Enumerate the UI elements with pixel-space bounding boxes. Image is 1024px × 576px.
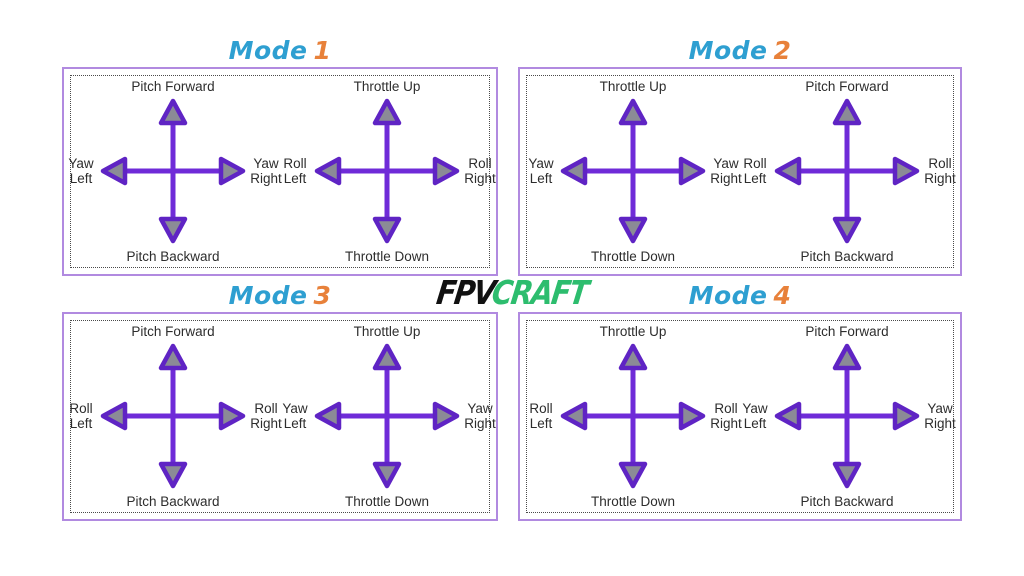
stick-label-left: Yaw Left xyxy=(528,155,554,186)
stick-label-down: Throttle Down xyxy=(590,249,676,265)
stick-label-up: Pitch Forward xyxy=(131,323,215,339)
stick-label-left: Roll Left xyxy=(69,400,93,431)
mode-4-right-stick-cell: Pitch Forward Yaw Left Yaw Right Pitch B… xyxy=(740,323,955,511)
mode-2-panel: Throttle Up Yaw Left Yaw Right Throttle … xyxy=(518,67,962,276)
stick-cross-arrows-icon xyxy=(314,98,460,244)
stick-label-left: Yaw Left xyxy=(282,400,308,431)
mode-1-panel: Pitch Forward Yaw Left Yaw Right Pitch B… xyxy=(62,67,498,276)
mode-4-panel-inner: Throttle Up Roll Left Roll Right Throttl… xyxy=(526,320,956,513)
logo-craft-text: CRAFT xyxy=(489,273,590,312)
stick-label-left: Roll Left xyxy=(529,400,553,431)
mode-title-word: Mode xyxy=(228,36,308,65)
stick-cross-arrows-icon xyxy=(774,98,920,244)
stick-label-down: Pitch Backward xyxy=(800,249,894,265)
mode-2-left-stick: Throttle Up Yaw Left Yaw Right Throttle … xyxy=(526,78,741,266)
mode-3-panel-inner: Pitch Forward Roll Left Roll Right Pitch… xyxy=(69,320,496,513)
mode-title-number: 4 xyxy=(773,281,792,310)
stick-label-left: Roll Left xyxy=(283,155,307,186)
stick-label-up: Pitch Forward xyxy=(805,78,889,94)
mode-2-panel-inner: Throttle Up Yaw Left Yaw Right Throttle … xyxy=(526,75,956,268)
mode-4-panel: Throttle Up Roll Left Roll Right Throttl… xyxy=(518,312,962,521)
stick-label-down: Throttle Down xyxy=(344,494,430,510)
mode-3-right-stick-cell: Throttle Up Yaw Left Yaw Right Throttle … xyxy=(280,323,495,511)
stick-label-down: Pitch Backward xyxy=(126,494,220,510)
mode-title-number: 2 xyxy=(773,36,792,65)
mode-title-word: Mode xyxy=(688,36,768,65)
stick-label-up: Throttle Up xyxy=(353,323,421,339)
stick-label-up: Throttle Up xyxy=(599,323,667,339)
stick-label-right: Yaw Right xyxy=(464,400,496,431)
mode-title-number: 1 xyxy=(313,36,332,65)
mode-4-right-stick: Pitch Forward Yaw Left Yaw Right Pitch B… xyxy=(740,323,955,511)
stick-label-right: Roll Right xyxy=(464,155,496,186)
stick-label-down: Throttle Down xyxy=(344,249,430,265)
stick-label-left: Roll Left xyxy=(743,155,767,186)
mode-4-left-stick-cell: Throttle Up Roll Left Roll Right Throttl… xyxy=(526,323,741,511)
stick-label-right: Yaw Right xyxy=(250,155,282,186)
mode-3-left-stick: Pitch Forward Roll Left Roll Right Pitch… xyxy=(66,323,281,511)
mode-title-number: 3 xyxy=(313,281,332,310)
stick-label-up: Pitch Forward xyxy=(805,323,889,339)
stick-cross-arrows-icon xyxy=(560,98,706,244)
mode-1-right-stick: Throttle Up Roll Left Roll Right Throttl… xyxy=(280,78,495,266)
mode-1-left-stick: Pitch Forward Yaw Left Yaw Right Pitch B… xyxy=(66,78,281,266)
fpvcraft-logo: FPVCRAFT xyxy=(434,273,589,312)
stick-label-down: Pitch Backward xyxy=(126,249,220,265)
stick-cross-arrows-icon xyxy=(774,343,920,489)
logo-fpv-text: FPV xyxy=(434,273,497,312)
stick-label-up: Throttle Up xyxy=(599,78,667,94)
mode-2-right-stick: Pitch Forward Roll Left Roll Right Pitch… xyxy=(740,78,955,266)
stick-cross-arrows-icon xyxy=(100,343,246,489)
mode-2-left-stick-cell: Throttle Up Yaw Left Yaw Right Throttle … xyxy=(526,78,741,266)
mode-1-panel-inner: Pitch Forward Yaw Left Yaw Right Pitch B… xyxy=(68,75,496,268)
mode-title-word: Mode xyxy=(228,281,308,310)
stick-label-up: Pitch Forward xyxy=(131,78,215,94)
mode-4-left-stick: Throttle Up Roll Left Roll Right Throttl… xyxy=(526,323,741,511)
stick-label-up: Throttle Up xyxy=(353,78,421,94)
stick-label-down: Pitch Backward xyxy=(800,494,894,510)
stick-label-left: Yaw Left xyxy=(68,155,94,186)
stick-cross-arrows-icon xyxy=(100,98,246,244)
mode-1-right-stick-cell: Throttle Up Roll Left Roll Right Throttl… xyxy=(280,78,495,266)
stick-label-right: Yaw Right xyxy=(710,155,742,186)
mode-3-right-stick: Throttle Up Yaw Left Yaw Right Throttle … xyxy=(280,323,495,511)
stick-label-right: Roll Right xyxy=(924,155,956,186)
mode-3-left-stick-cell: Pitch Forward Roll Left Roll Right Pitch… xyxy=(66,323,281,511)
stick-cross-arrows-icon xyxy=(560,343,706,489)
stick-cross-arrows-icon xyxy=(314,343,460,489)
mode-2-right-stick-cell: Pitch Forward Roll Left Roll Right Pitch… xyxy=(740,78,955,266)
mode-3-panel: Pitch Forward Roll Left Roll Right Pitch… xyxy=(62,312,498,521)
mode-1-left-stick-cell: Pitch Forward Yaw Left Yaw Right Pitch B… xyxy=(66,78,281,266)
stick-label-left: Yaw Left xyxy=(742,400,768,431)
stick-label-right: Roll Right xyxy=(250,400,282,431)
stick-label-down: Throttle Down xyxy=(590,494,676,510)
mode-title-word: Mode xyxy=(688,281,768,310)
stick-label-right: Roll Right xyxy=(710,400,742,431)
stick-label-right: Yaw Right xyxy=(924,400,956,431)
